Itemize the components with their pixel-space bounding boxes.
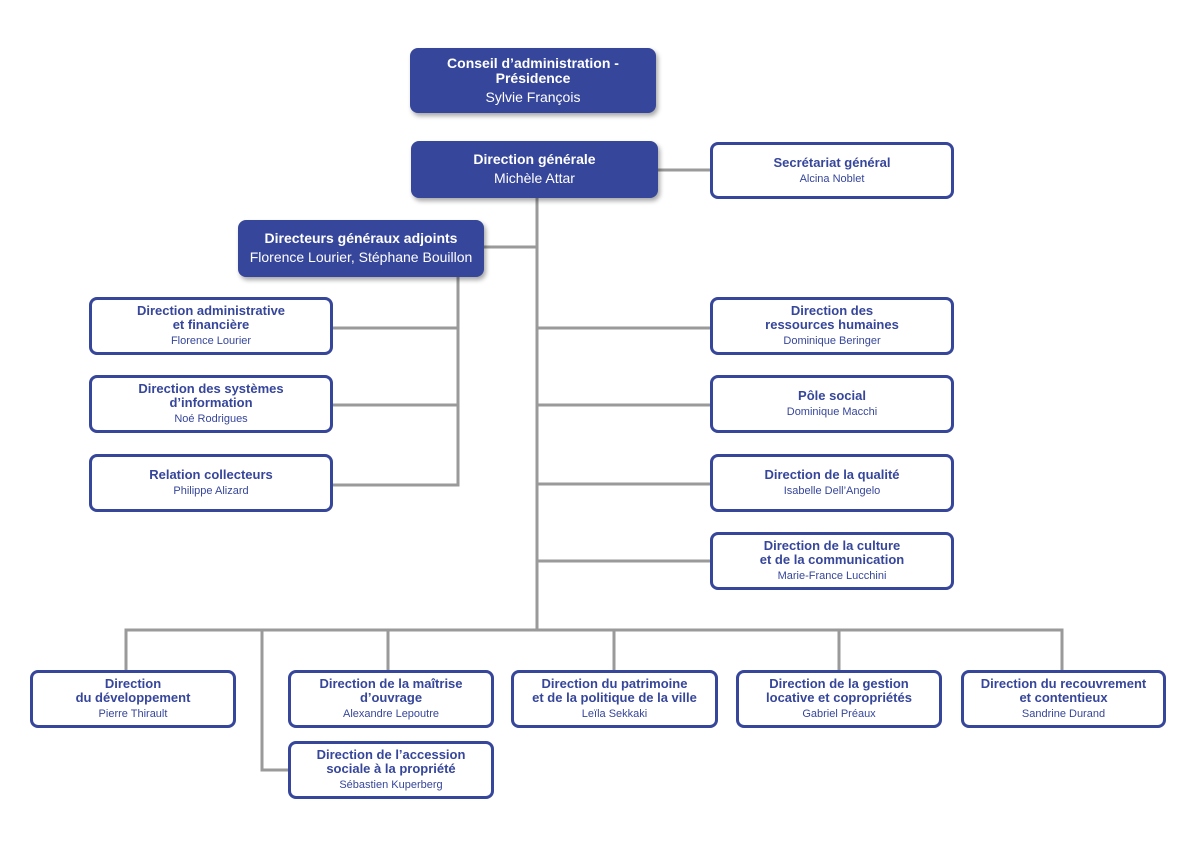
node-title: Direction générale (473, 151, 596, 167)
node-title: Direction des systèmes d’information (138, 381, 284, 410)
node-direction-qualite: Direction de la qualité Isabelle Dell’An… (710, 454, 954, 512)
node-person: Florence Lourier, Stéphane Bouillon (249, 249, 473, 265)
node-title: Direction du développement (75, 676, 191, 705)
node-title: Direction du patrimoine et de la politiq… (532, 676, 697, 705)
node-direction-ressources-humaines: Direction des ressources humaines Domini… (710, 297, 954, 355)
node-direction-generale: Direction générale Michèle Attar (411, 141, 658, 198)
node-conseil-administration: Conseil d’administration - Présidence Sy… (410, 48, 656, 113)
node-title: Directeurs généraux adjoints (264, 230, 458, 246)
node-title: Direction administrative et financière (136, 303, 286, 332)
node-person: Dominique Beringer (783, 335, 881, 347)
node-person: Florence Lourier (170, 335, 252, 347)
node-person: Sébastien Kuperberg (339, 779, 443, 791)
node-pole-social: Pôle social Dominique Macchi (710, 375, 954, 433)
node-direction-administrative-financiere: Direction administrative et financière F… (89, 297, 333, 355)
node-title: Direction de la culture et de la communi… (759, 538, 905, 567)
node-title: Conseil d’administration - Présidence (447, 54, 619, 86)
node-person: Sylvie François (485, 88, 581, 105)
node-person: Alcina Noblet (799, 172, 865, 185)
node-person: Leïla Sekkaki (581, 708, 648, 720)
node-direction-systemes-information: Direction des systèmes d’information Noé… (89, 375, 333, 433)
node-person: Noé Rodrigues (174, 413, 248, 425)
node-direction-culture-communication: Direction de la culture et de la communi… (710, 532, 954, 590)
node-secretariat-general: Secrétariat général Alcina Noblet (710, 142, 954, 199)
node-person: Pierre Thirault (98, 708, 168, 720)
node-directeurs-generaux-adjoints: Directeurs généraux adjoints Florence Lo… (238, 220, 484, 277)
node-person: Dominique Macchi (786, 406, 878, 418)
node-direction-gestion-locative: Direction de la gestion locative et copr… (736, 670, 942, 728)
node-title: Direction de la qualité (764, 467, 900, 482)
node-title: Direction de l’accession sociale à la pr… (316, 747, 466, 776)
node-person: Michèle Attar (494, 170, 575, 186)
node-title: Pôle social (798, 388, 866, 403)
node-person: Philippe Alizard (173, 485, 249, 497)
node-title: Secrétariat général (773, 154, 891, 170)
node-direction-patrimoine-politique-ville: Direction du patrimoine et de la politiq… (511, 670, 718, 728)
node-title: Direction de la maîtrise d’ouvrage (319, 676, 463, 705)
node-person: Gabriel Préaux (802, 708, 876, 720)
node-direction-developpement: Direction du développement Pierre Thirau… (30, 670, 236, 728)
node-title: Direction du recouvrement et contentieux (980, 676, 1147, 705)
node-title: Direction des ressources humaines (765, 303, 899, 332)
node-relation-collecteurs: Relation collecteurs Philippe Alizard (89, 454, 333, 512)
node-title: Direction de la gestion locative et copr… (766, 676, 912, 705)
node-title: Relation collecteurs (149, 467, 273, 482)
node-direction-maitrise-ouvrage: Direction de la maîtrise d’ouvrage Alexa… (288, 670, 494, 728)
node-direction-accession-sociale: Direction de l’accession sociale à la pr… (288, 741, 494, 799)
node-person: Sandrine Durand (1021, 708, 1106, 720)
node-person: Isabelle Dell’Angelo (783, 485, 881, 497)
node-person: Marie-France Lucchini (777, 570, 887, 582)
node-person: Alexandre Lepoutre (342, 708, 439, 720)
node-direction-recouvrement-contentieux: Direction du recouvrement et contentieux… (961, 670, 1166, 728)
